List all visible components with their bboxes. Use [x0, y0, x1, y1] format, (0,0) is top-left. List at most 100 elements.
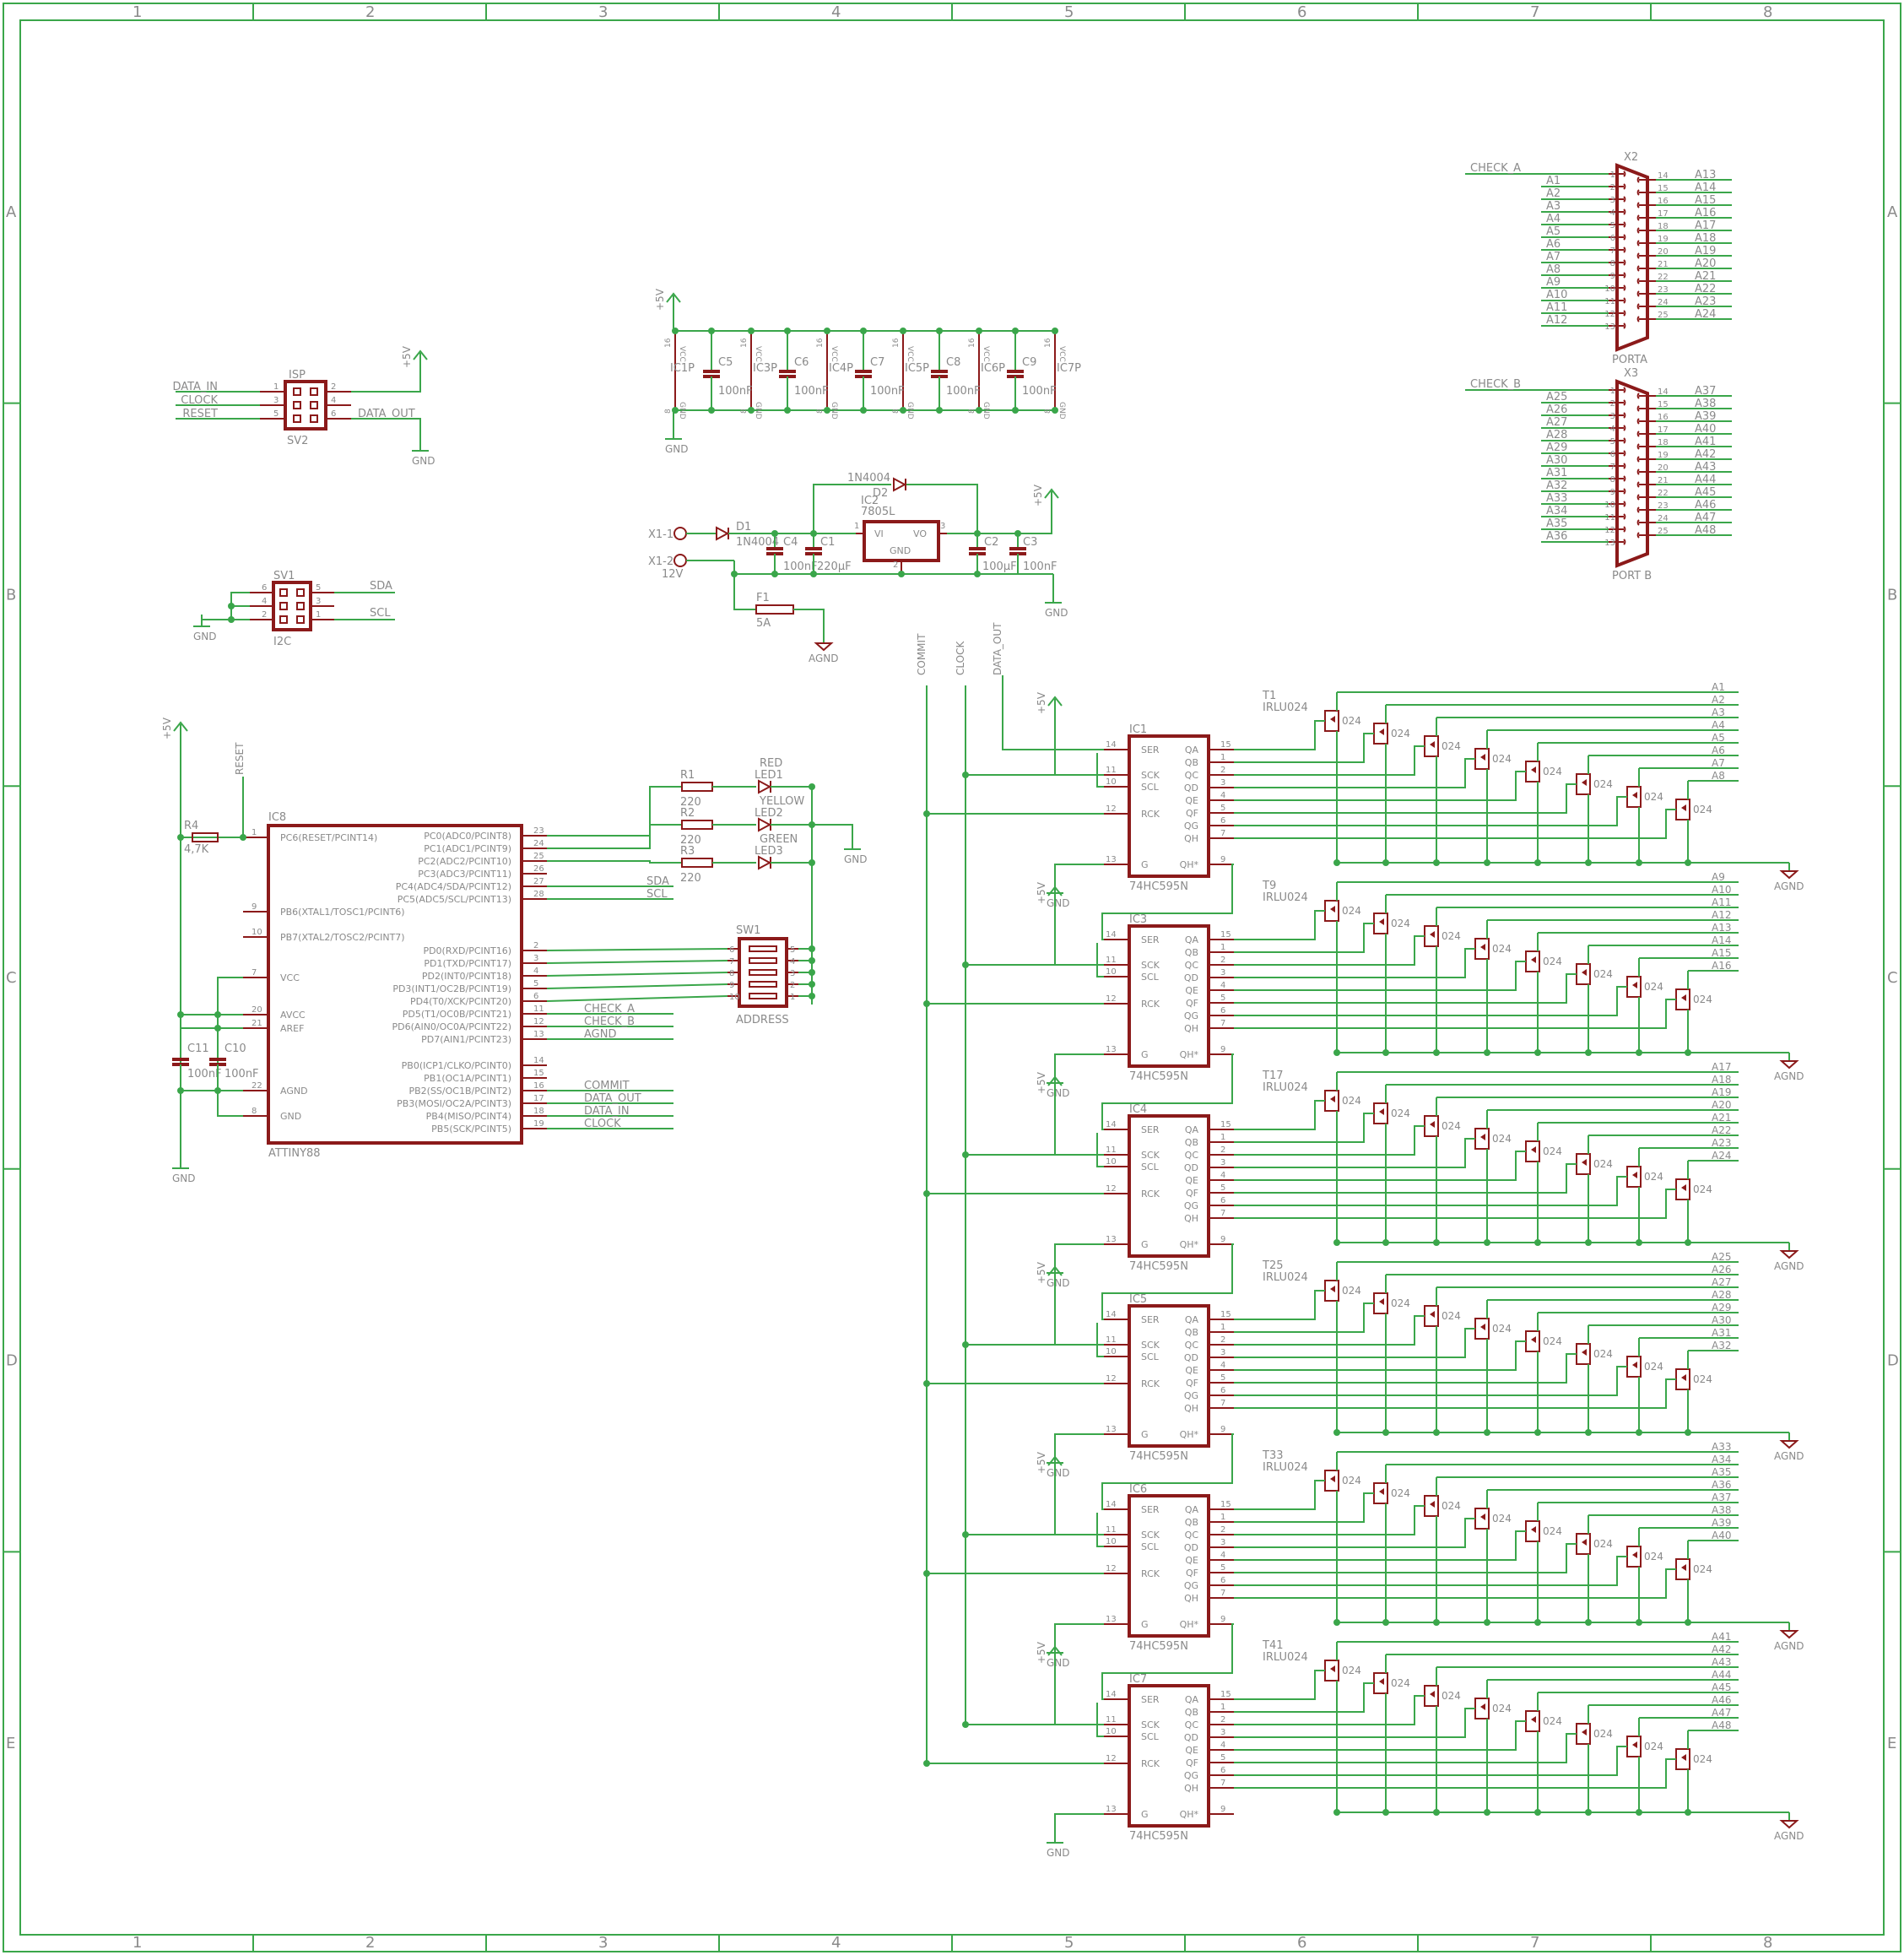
- frame-row-label: E: [6, 1735, 15, 1752]
- pin-number: 7: [1220, 1209, 1225, 1218]
- shift-register-supply: +5V: [1036, 691, 1047, 714]
- mosfet-body: [1474, 1128, 1490, 1150]
- junction-dot: [824, 328, 830, 334]
- mosfet-body: [1576, 1153, 1591, 1175]
- pin-number: 19: [1658, 451, 1669, 460]
- pin-number: 3: [940, 522, 945, 531]
- output-net-label: A36: [1712, 1479, 1731, 1491]
- led-color-label: RED: [760, 757, 782, 770]
- gate-wire: [1234, 1163, 1577, 1194]
- mosfet-arrow: [1480, 1134, 1485, 1140]
- mosfet-label: 024: [1442, 1690, 1461, 1702]
- pin-number: 21: [1658, 260, 1669, 269]
- isp-pin-right: [310, 401, 318, 409]
- mosfet-arrow: [1379, 1678, 1384, 1685]
- dsub-pin-left: [1623, 387, 1626, 393]
- frame-column-label: 1: [133, 3, 142, 21]
- shift-register-right-label: QH: [1184, 1783, 1198, 1794]
- pin-number: 1: [1220, 753, 1225, 762]
- shift-register-name: IC1: [1129, 723, 1147, 736]
- scl-wire: [1096, 1703, 1104, 1737]
- port-a-left-net: A2: [1546, 187, 1561, 200]
- pin-number: 28: [533, 890, 544, 899]
- port-a-left-net: A1: [1546, 175, 1561, 187]
- shift-register-supply: +5V: [1036, 1641, 1047, 1664]
- pin-number: 6: [1220, 1386, 1225, 1395]
- mcu-net-label: AGND: [584, 1028, 616, 1041]
- mosfet-body: [1474, 1318, 1490, 1340]
- junction-dot: [214, 1025, 221, 1032]
- dsub-pin-left: [1623, 488, 1626, 495]
- dip-switch-wire: [546, 960, 728, 964]
- shift-register-left-label: SCK: [1141, 960, 1160, 971]
- shift-register-body: [1128, 1304, 1210, 1448]
- mcu-right-pin-label: PC3(ADC3/PCINT11): [418, 869, 511, 880]
- mcu-reset-label: RESET: [234, 742, 246, 775]
- mosfet-arrow: [1582, 969, 1587, 976]
- mosfet-body: [1324, 1470, 1339, 1492]
- junction-dot: [923, 1570, 930, 1577]
- shift-register-right-label: QH*: [1180, 859, 1199, 870]
- pin-number: 15: [1658, 184, 1669, 193]
- mosfet-arrow: [1430, 1311, 1435, 1318]
- pin-number: 24: [1658, 298, 1669, 307]
- junction-dot: [962, 1151, 969, 1158]
- pin-number: 5: [1220, 1753, 1225, 1763]
- shift-register-name: IC5: [1129, 1293, 1147, 1306]
- shift-register-left-label: G: [1141, 1809, 1149, 1820]
- dsub-pin-right: [1636, 481, 1640, 488]
- shift-register-left-label: SCL: [1141, 972, 1160, 983]
- shift-register-right-label: QH*: [1180, 1049, 1199, 1060]
- pin-number: 16: [664, 338, 673, 348]
- fuse-wire: [733, 561, 756, 610]
- mosfet-arrow: [1681, 1754, 1686, 1761]
- decoupling-cap-value: 100nF: [794, 385, 829, 398]
- mcu-left-pin-label: VCC: [280, 972, 300, 983]
- pin-number: 6: [1220, 1576, 1225, 1585]
- mosfet-arrow: [1430, 931, 1435, 938]
- mosfet-arrow: [1531, 1716, 1536, 1723]
- power-d2-name: D2: [873, 487, 888, 500]
- gate-wire: [1234, 935, 1425, 966]
- mosfet-body: [1424, 735, 1439, 757]
- mosfet-label: 024: [1543, 956, 1562, 967]
- shift-register-left-label: SER: [1141, 1504, 1160, 1515]
- junction-dot: [900, 407, 906, 414]
- pin-number: 8: [1610, 259, 1615, 268]
- pin-number: 4: [1610, 208, 1615, 218]
- mcu-right-pin-label: PC5(ADC5/SCL/PCINT13): [398, 894, 511, 905]
- mosfet-body: [1424, 925, 1439, 947]
- pin-number: 25: [533, 852, 544, 861]
- shift-register-left-label: SER: [1141, 934, 1160, 945]
- shift-register-agnd: AGND: [1774, 1260, 1804, 1272]
- shift-register-body: [1128, 734, 1210, 878]
- mosfet-body: [1474, 748, 1490, 770]
- output-net-label: A34: [1712, 1454, 1731, 1465]
- mosfet-label: 024: [1492, 1323, 1512, 1335]
- power-x1-1-label: X1-1: [648, 528, 673, 541]
- port-b-left-net: A36: [1546, 530, 1567, 543]
- isp-supply-label: +5V: [401, 345, 413, 368]
- isp-header-name: ISP: [289, 369, 306, 382]
- shift-register-right-label: QB: [1185, 1327, 1198, 1338]
- dip-switch-slider: [749, 945, 777, 952]
- shift-register-body: [1128, 1114, 1210, 1258]
- port-a-left-net: A10: [1546, 289, 1567, 301]
- mosfet-first-name: T33: [1262, 1449, 1283, 1462]
- pin-number: 15: [533, 1069, 544, 1078]
- shift-register-part: 74HC595N: [1129, 1450, 1188, 1463]
- led-color-label: GREEN: [760, 833, 798, 846]
- output-net-label: A30: [1712, 1314, 1731, 1326]
- led-resistor-name: R1: [680, 769, 695, 782]
- power-f1-name: F1: [756, 592, 770, 604]
- pin-number: 2: [893, 561, 898, 570]
- decoupling-ic-label: IC5P: [905, 362, 929, 375]
- agnd-symbol: [1779, 1250, 1799, 1259]
- frame-column-label: 3: [598, 3, 608, 21]
- port-a-right-net: A14: [1695, 181, 1716, 194]
- gate-wire: [1234, 910, 1325, 940]
- scl-wire: [1096, 1133, 1104, 1167]
- mosfet-arrow: [1681, 1564, 1686, 1571]
- led-name: LED2: [755, 807, 783, 820]
- mosfet-arrow: [1531, 1336, 1536, 1343]
